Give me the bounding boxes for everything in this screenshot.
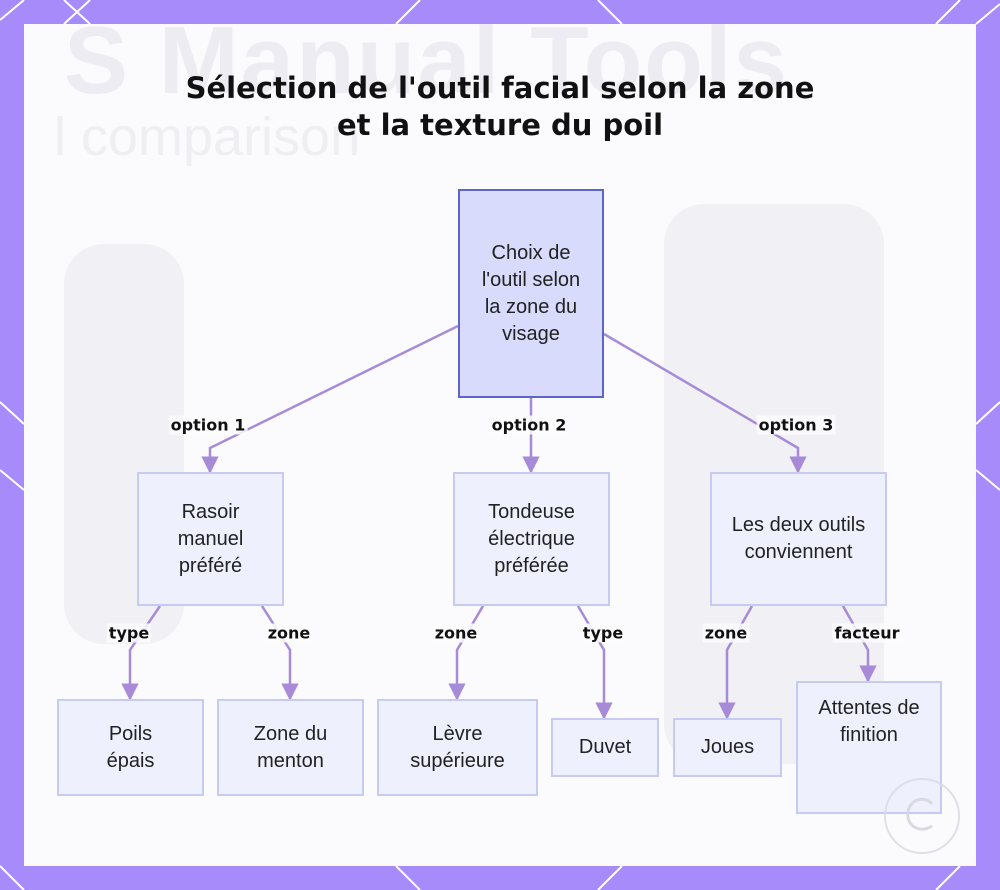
- background-watermark-text: S Manual Tools: [64, 24, 789, 114]
- edge-label-zone: zone: [265, 623, 313, 643]
- node-label: Les deux outils conviennent: [731, 514, 866, 563]
- c-logo-glyph: [906, 797, 934, 831]
- node-label: Poils épais: [106, 722, 155, 772]
- edge-tondeuse-duvet: [576, 605, 613, 720]
- node-levre-superieure: Lèvre supérieure: [377, 699, 538, 796]
- edge-label-option-1: option 1: [168, 415, 248, 435]
- edge-root-rasoir: [201, 324, 459, 474]
- node-tondeuse-electrique: Tondeuse électrique préférée: [453, 472, 610, 606]
- node-label: Tondeuse électrique préférée: [488, 500, 575, 577]
- edge-tondeuse-levre: [448, 605, 485, 701]
- node-rasoir-manuel: Rasoir manuel préféré: [137, 472, 284, 606]
- edge-deux-joues: [718, 605, 754, 720]
- edge-label-type: type: [106, 623, 152, 643]
- node-poils-epais: Poils épais: [57, 699, 204, 796]
- edge-rasoir-poils: [121, 605, 162, 701]
- node-root: Choix de l'outil selon la zone du visage: [458, 189, 604, 398]
- node-label: Zone du menton: [253, 722, 328, 772]
- edge-deux-attentes: [841, 605, 877, 683]
- edge-label-zone: zone: [702, 623, 750, 643]
- background-watermark-subtext: l comparison: [54, 107, 361, 167]
- node-zone-du-menton: Zone du menton: [217, 699, 364, 796]
- edge-root-deux: [603, 332, 807, 474]
- node-label: Joues: [700, 736, 755, 758]
- edge-label-option-3: option 3: [756, 415, 836, 435]
- edge-rasoir-menton: [260, 605, 299, 701]
- node-duvet: Duvet: [551, 718, 659, 777]
- node-root-label: Choix de l'outil selon la zone du visage: [481, 241, 581, 345]
- edge-label-facteur: facteur: [832, 623, 902, 643]
- edge-label-option-2: option 2: [489, 415, 569, 435]
- node-les-deux-outils: Les deux outils conviennent: [710, 472, 887, 606]
- node-label: Attentes de finition: [818, 697, 920, 746]
- edge-label-zone: zone: [432, 623, 480, 643]
- node-label: Rasoir manuel préféré: [177, 500, 244, 577]
- node-label: Duvet: [578, 736, 632, 758]
- c-logo-watermark-icon: [884, 778, 960, 854]
- edge-label-type: type: [580, 623, 626, 643]
- node-label: Lèvre supérieure: [410, 722, 505, 772]
- node-joues: Joues: [673, 718, 782, 777]
- diagram-title: Sélection de l'outil facial selon la zon…: [185, 71, 815, 142]
